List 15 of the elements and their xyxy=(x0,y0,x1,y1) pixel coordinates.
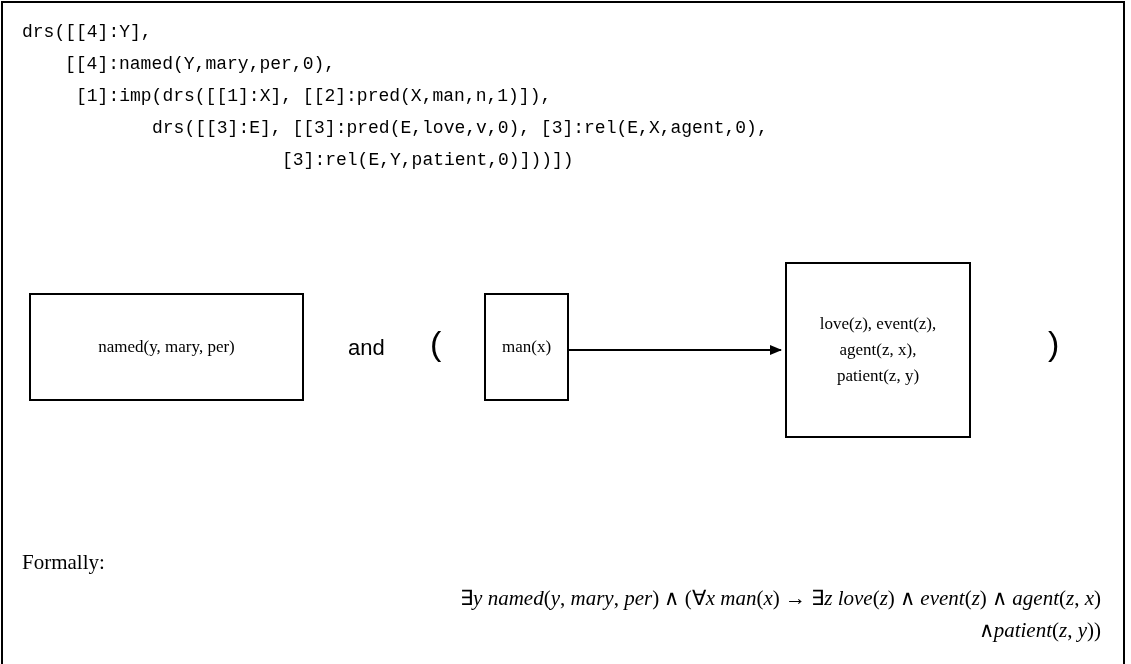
drs-box: love(z), event(z), agent(z, x), patient(z, y) xyxy=(785,262,971,438)
code-line: drs([[4]:Y], xyxy=(22,21,152,43)
code-line: [[4]:named(Y,mary,per,0), xyxy=(65,53,336,75)
drs-box: named(y, mary, per) xyxy=(29,293,304,401)
code-line: [3]:rel(E,Y,patient,0)]))]) xyxy=(282,149,574,171)
parenthesis: ) xyxy=(1048,324,1060,363)
formula-line: ∃y named(y, mary, per) ∧ (∀x man(x) → ∃z love(z) ∧ event(z) ∧ agent(z, x) xyxy=(460,586,1101,611)
code-line: [1]:imp(drs([[1]:X], [[2]:pred(X,man,n,1)]), xyxy=(76,85,552,107)
caption-text: Formally: xyxy=(22,550,105,575)
formula-line: ∧patient(z, y)) xyxy=(978,618,1101,643)
arrow xyxy=(568,345,782,355)
parenthesis: ( xyxy=(430,324,442,363)
drs-box: man(x) xyxy=(484,293,569,401)
code-line: drs([[3]:E], [[3]:pred(E,love,v,0), [3]:rel(E,X,agent,0), xyxy=(152,117,768,139)
conjunction-text: and xyxy=(348,335,385,361)
